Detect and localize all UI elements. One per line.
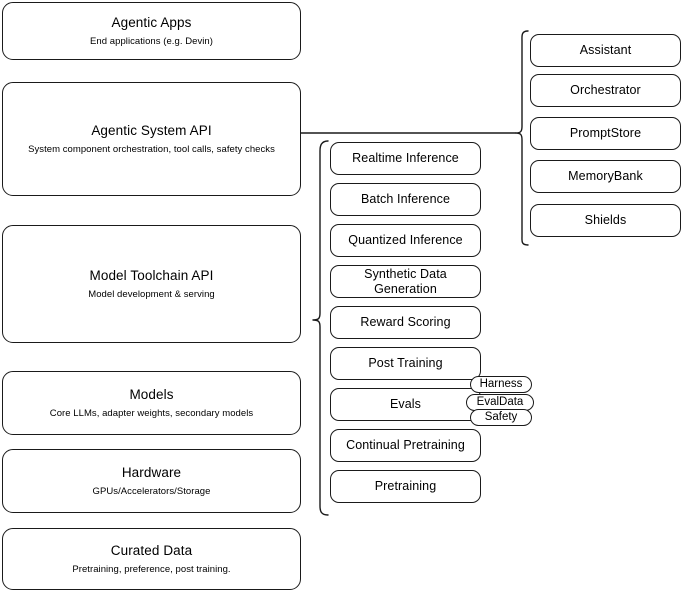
component-label: MemoryBank	[568, 169, 643, 183]
evals-badge-label: Harness	[479, 378, 523, 390]
capability-box-evals[interactable]: Evals	[330, 388, 481, 421]
layer-title: Curated Data	[110, 542, 193, 558]
layer-box-models[interactable]: Models Core LLMs, adapter weights, secon…	[2, 371, 301, 435]
evals-badge-safety[interactable]: Safety	[470, 409, 532, 426]
capability-box-synthetic-data-generation[interactable]: Synthetic Data Generation	[330, 265, 481, 298]
capability-label: Continual Pretraining	[346, 438, 465, 452]
capability-box-post-training[interactable]: Post Training	[330, 347, 481, 380]
capability-box-reward-scoring[interactable]: Reward Scoring	[330, 306, 481, 339]
capability-box-realtime-inference[interactable]: Realtime Inference	[330, 142, 481, 175]
capability-label: Pretraining	[374, 479, 437, 493]
layer-subtitle: Model development & serving	[88, 288, 215, 300]
capability-box-pretraining[interactable]: Pretraining	[330, 470, 481, 503]
capability-label: Reward Scoring	[360, 315, 451, 329]
layer-subtitle: End applications (e.g. Devin)	[90, 35, 213, 47]
layer-title: Model Toolchain API	[89, 267, 214, 283]
layer-title: Agentic Apps	[111, 14, 192, 30]
layer-subtitle: Pretraining, preference, post training.	[72, 563, 231, 575]
capability-label: Batch Inference	[360, 192, 451, 206]
capability-label: Synthetic Data Generation	[364, 266, 447, 296]
capability-label: Quantized Inference	[348, 233, 463, 247]
component-label: Shields	[584, 213, 627, 227]
layer-subtitle: Core LLMs, adapter weights, secondary mo…	[49, 407, 254, 419]
component-box-memorybank[interactable]: MemoryBank	[530, 160, 681, 193]
component-box-orchestrator[interactable]: Orchestrator	[530, 74, 681, 107]
component-box-promptstore[interactable]: PromptStore	[530, 117, 681, 150]
layer-box-curated-data[interactable]: Curated Data Pretraining, preference, po…	[2, 528, 301, 590]
capability-label: Realtime Inference	[352, 151, 459, 165]
layer-subtitle: GPUs/Accelerators/Storage	[92, 485, 211, 497]
layer-box-agentic-apps[interactable]: Agentic Apps End applications (e.g. Devi…	[2, 2, 301, 60]
component-label: Orchestrator	[570, 83, 641, 97]
layer-box-hardware[interactable]: Hardware GPUs/Accelerators/Storage	[2, 449, 301, 513]
component-box-shields[interactable]: Shields	[530, 204, 681, 237]
component-label: Assistant	[579, 43, 632, 57]
evals-badge-harness[interactable]: Harness	[470, 376, 532, 393]
evals-badge-label: EvalData	[476, 396, 524, 408]
evals-badge-label: Safety	[484, 411, 518, 423]
capability-box-continual-pretraining[interactable]: Continual Pretraining	[330, 429, 481, 462]
component-box-assistant[interactable]: Assistant	[530, 34, 681, 67]
component-label: PromptStore	[569, 126, 642, 140]
capability-label: Evals	[389, 397, 422, 411]
capability-box-batch-inference[interactable]: Batch Inference	[330, 183, 481, 216]
capability-box-quantized-inference[interactable]: Quantized Inference	[330, 224, 481, 257]
layer-title: Models	[129, 386, 174, 402]
layer-title: Hardware	[121, 464, 182, 480]
layer-box-model-toolchain-api[interactable]: Model Toolchain API Model development & …	[2, 225, 301, 343]
layer-title: Agentic System API	[91, 122, 212, 138]
capability-label: Post Training	[368, 356, 443, 370]
layer-box-agentic-system-api[interactable]: Agentic System API System component orch…	[2, 82, 301, 196]
layer-subtitle: System component orchestration, tool cal…	[28, 143, 275, 155]
